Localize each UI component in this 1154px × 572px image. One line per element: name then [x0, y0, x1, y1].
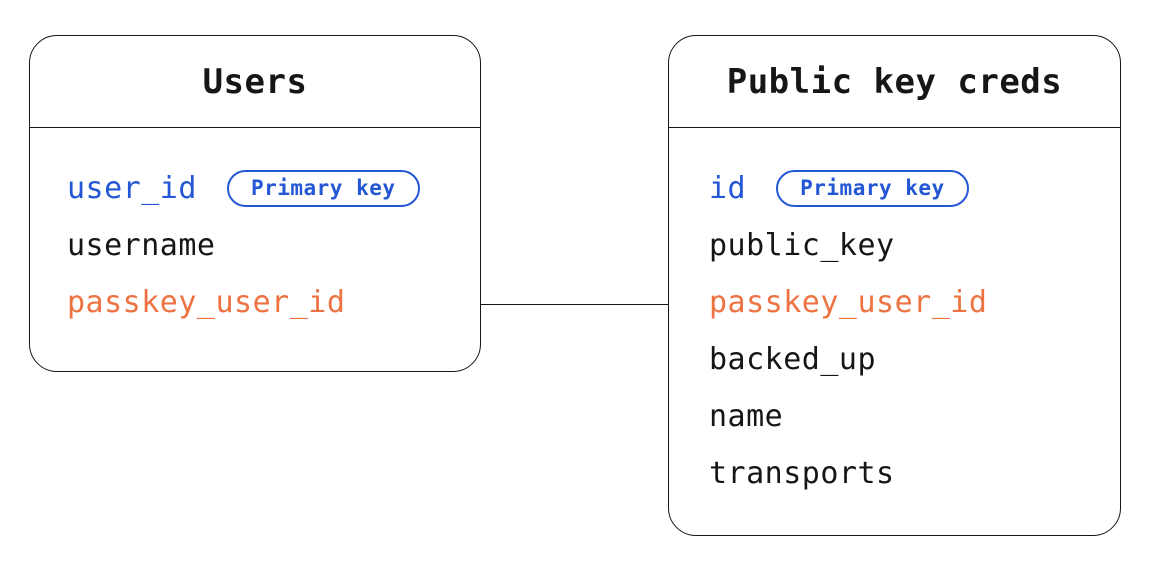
field-name: username — [67, 228, 216, 263]
field-row-username: username — [67, 217, 480, 274]
field-row-backed_up: backed_up — [709, 331, 1120, 388]
table-public-key-creds-header: Public key creds — [669, 36, 1120, 128]
field-name: name — [709, 399, 784, 434]
table-users-title: Users — [202, 61, 308, 102]
field-row-passkey_user_id: passkey_user_id — [709, 274, 1120, 331]
primary-key-badge: Primary key — [776, 170, 969, 207]
primary-key-badge: Primary key — [226, 170, 420, 207]
field-row-user_id: user_id Primary key — [67, 160, 480, 217]
field-name: transports — [709, 456, 895, 491]
field-row-public_key: public_key — [709, 217, 1120, 274]
field-name: passkey_user_id — [67, 285, 346, 320]
field-name: id — [709, 171, 747, 206]
field-row-passkey_user_id: passkey_user_id — [67, 274, 480, 331]
table-users: Users user_id Primary key username passkey_… — [29, 35, 481, 372]
table-users-header: Users — [30, 36, 480, 128]
field-row-transports: transports — [709, 445, 1120, 502]
field-name: public_key — [709, 228, 895, 263]
table-users-fields: user_id Primary key username passkey_user_i… — [30, 128, 480, 331]
field-row-id: id Primary key — [709, 160, 1120, 217]
field-name: passkey_user_id — [709, 285, 988, 320]
field-name: backed_up — [709, 342, 877, 377]
field-name: user_id — [67, 171, 197, 206]
field-row-name: name — [709, 388, 1120, 445]
relationship-line — [481, 304, 668, 305]
table-public-key-creds-title: Public key creds — [726, 61, 1063, 102]
table-public-key-creds: Public key creds id Primary key public_key… — [668, 35, 1121, 536]
